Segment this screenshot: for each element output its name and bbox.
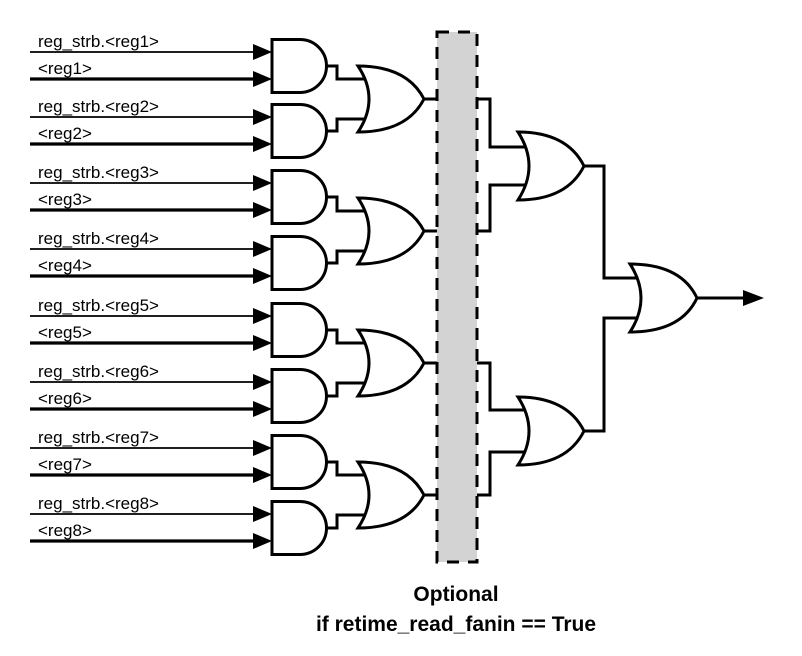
input-label-reg-8: <reg8> <box>38 521 92 540</box>
or-gates-stage2 <box>355 64 426 530</box>
input-label-strobe-1: reg_strb.<reg1> <box>38 32 159 51</box>
input-arrowhead-strobe-1 <box>253 44 272 60</box>
caption-line1: Optional <box>413 583 498 606</box>
input-arrowhead-reg-3 <box>253 202 272 218</box>
caption: Optional if retime_read_fanin == True <box>316 583 596 636</box>
and-gate-6 <box>270 368 328 424</box>
wire-and7-to-or4 <box>327 460 370 477</box>
input-arrowhead-strobe-2 <box>253 109 272 125</box>
input-label-reg-1: <reg1> <box>38 59 92 78</box>
wire-and4-to-or2 <box>327 249 370 265</box>
or-gate-stage2-2 <box>355 196 426 266</box>
input-label-reg-7: <reg7> <box>38 455 92 474</box>
input-label-reg-5: <reg5> <box>38 323 92 342</box>
input-arrowhead-reg-1 <box>253 71 272 87</box>
input-label-reg-3: <reg3> <box>38 190 92 209</box>
caption-line2: if retime_read_fanin == True <box>316 613 596 636</box>
and-gate-3 <box>270 169 328 225</box>
input-arrowhead-strobe-7 <box>253 440 272 456</box>
and-gate-2 <box>270 103 328 159</box>
input-label-strobe-7: reg_strb.<reg7> <box>38 428 159 447</box>
wire-and8-to-or4 <box>327 513 370 530</box>
wire-and2-to-or1 <box>327 117 370 133</box>
wire-or5-to-final <box>584 164 648 280</box>
retime-register-box <box>435 30 479 564</box>
and-gate-7 <box>270 434 328 490</box>
or-gate-stage3-2 <box>515 395 586 467</box>
input-arrowhead-strobe-4 <box>253 241 272 257</box>
wire-and3-to-or2 <box>327 195 370 213</box>
or-gate-stage2-1 <box>355 64 426 134</box>
or-gate-stage2-4 <box>355 460 426 530</box>
input-arrowhead-reg-8 <box>253 533 272 549</box>
and-gate-1 <box>270 38 328 94</box>
output-arrowhead <box>743 290 764 306</box>
input-arrowhead-reg-7 <box>253 467 272 483</box>
or-gates-stage3 <box>515 130 586 467</box>
or-gate-stage3-1 <box>515 130 586 202</box>
input-arrowhead-reg-2 <box>253 136 272 152</box>
and-gate-8 <box>270 500 328 556</box>
or-gate-stage2-3 <box>355 328 426 398</box>
input-label-strobe-3: reg_strb.<reg3> <box>38 163 159 182</box>
input-label-reg-4: <reg4> <box>38 256 92 275</box>
input-label-strobe-5: reg_strb.<reg5> <box>38 296 159 315</box>
or-gate-final <box>627 262 699 334</box>
input-arrowhead-reg-4 <box>253 268 272 284</box>
input-label-strobe-4: reg_strb.<reg4> <box>38 229 159 248</box>
input-label-reg-2: <reg2> <box>38 124 92 143</box>
wire-and1-to-or1 <box>327 64 370 81</box>
input-wires <box>30 44 272 549</box>
and-gate-5 <box>270 302 328 358</box>
and-gate-4 <box>270 235 328 291</box>
wire-and6-to-or3 <box>327 381 370 398</box>
input-label-strobe-2: reg_strb.<reg2> <box>38 97 159 116</box>
input-label-reg-6: <reg6> <box>38 389 92 408</box>
input-arrowhead-strobe-6 <box>253 374 272 390</box>
input-arrowhead-strobe-8 <box>253 506 272 522</box>
input-arrowhead-strobe-3 <box>253 175 272 191</box>
input-label-strobe-6: reg_strb.<reg6> <box>38 362 159 381</box>
input-arrowhead-reg-5 <box>253 335 272 351</box>
wire-or6-to-final <box>584 316 648 433</box>
input-label-strobe-8: reg_strb.<reg8> <box>38 494 159 513</box>
input-arrowhead-strobe-5 <box>253 308 272 324</box>
and-gates <box>270 38 328 556</box>
input-arrowhead-reg-6 <box>253 401 272 417</box>
signal-labels: reg_strb.<reg1> <reg1> reg_strb.<reg2> <… <box>38 32 159 540</box>
wire-and5-to-or3 <box>327 328 370 345</box>
